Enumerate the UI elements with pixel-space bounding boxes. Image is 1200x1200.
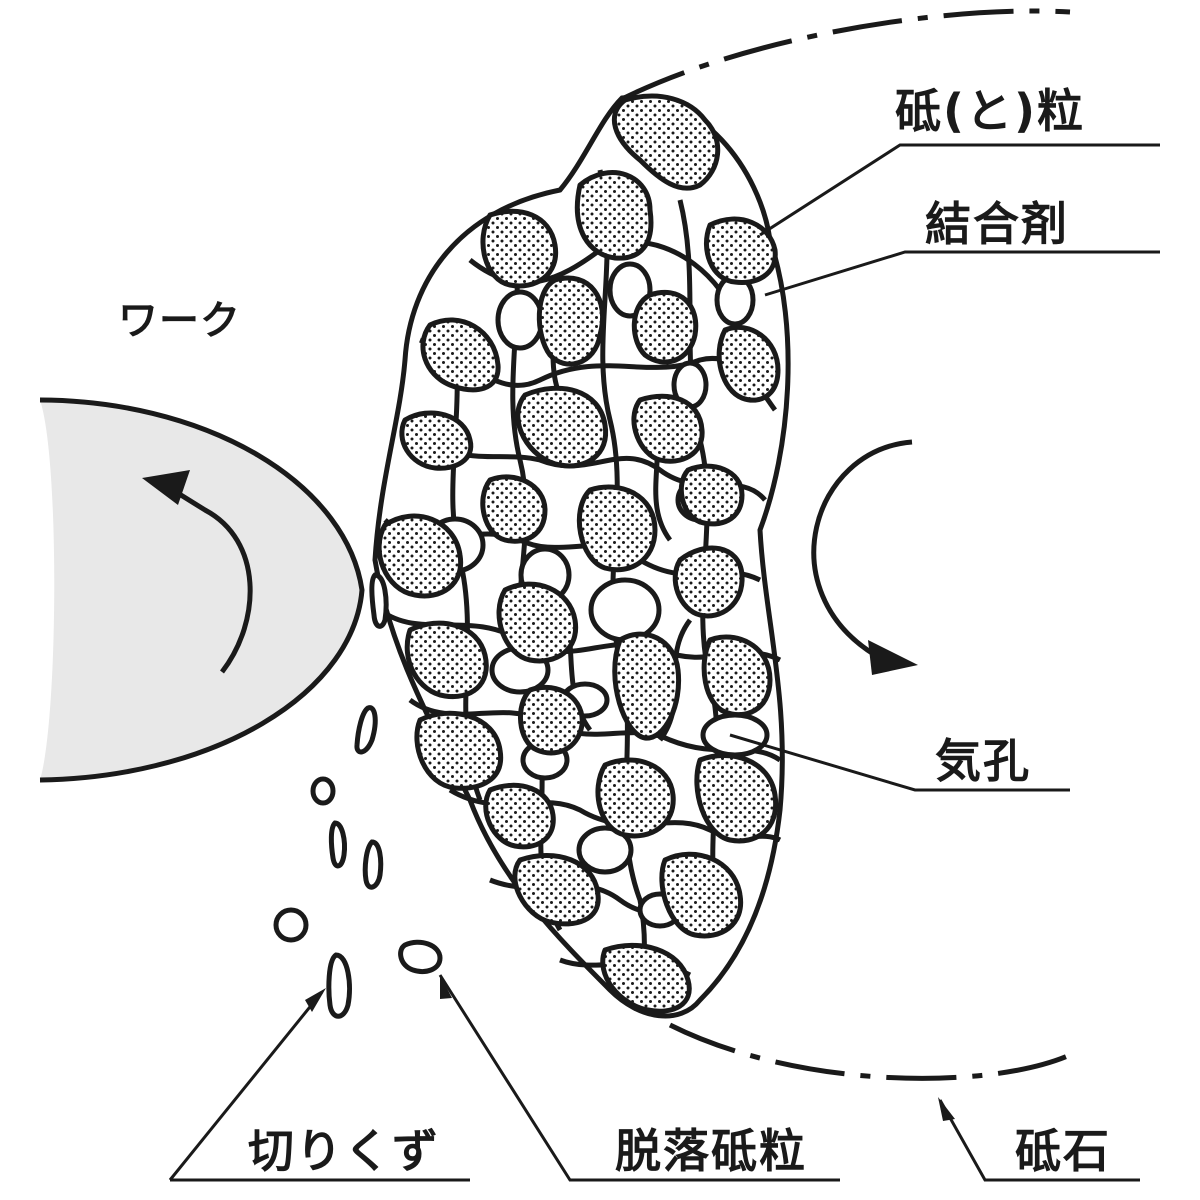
label-abrasive-grain: 砥(と)粒: [895, 84, 1086, 138]
wheel-arrowhead-icon: [868, 640, 918, 675]
label-chips: 切りくず: [248, 1124, 440, 1178]
workpiece-disc: [40, 400, 362, 780]
leader-bond: [764, 250, 1160, 297]
leader-pore: [729, 733, 1070, 792]
leader-abrasive-grain: [759, 143, 1160, 237]
leader-chips-1: [168, 991, 324, 1181]
work-rotation-arrow-icon: [166, 484, 253, 674]
label-bond: 結合剤: [925, 197, 1069, 251]
leader-grinding-wheel: [938, 1099, 1140, 1182]
wheel-structure: [372, 93, 791, 1019]
wheel-rotation-arrow-icon: [811, 439, 913, 658]
label-pore: 気孔: [935, 734, 1031, 788]
workpiece-outline: [39, 397, 365, 783]
leader-chips-arrow-icon: [305, 988, 326, 1012]
leader-dislodged-arrow-icon: [440, 975, 452, 999]
chips-group: [273, 572, 443, 1019]
label-grinding-wheel: 砥石: [1015, 1124, 1111, 1178]
label-work: ワーク: [118, 298, 241, 344]
work-arrowhead-icon: [142, 470, 190, 505]
leader-wheel-arrow-icon: [938, 1097, 955, 1121]
wheel-outline-bottom: [668, 1022, 1072, 1081]
leader-dislodged-grain: [438, 974, 840, 1182]
wheel-outline-top: [618, 8, 1071, 103]
label-dislodged-grain: 脱落砥粒: [615, 1124, 807, 1178]
